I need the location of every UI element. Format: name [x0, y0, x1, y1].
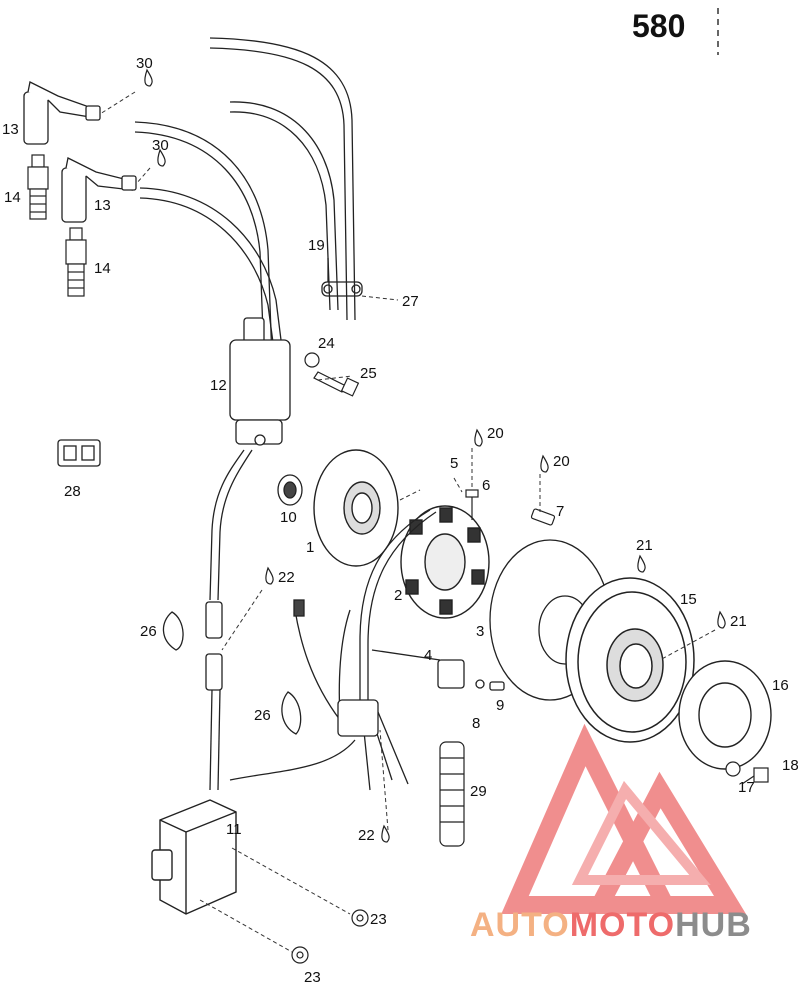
callout-6: 6 — [482, 477, 490, 494]
callout-14: 14 — [4, 189, 21, 206]
page-number: 580 — [632, 8, 686, 44]
flywheel — [565, 577, 695, 743]
callout-9: 9 — [496, 697, 504, 714]
callout-22: 22 — [358, 827, 375, 844]
spark-plug-lower — [65, 227, 87, 297]
watermark-part-auto: AUTO — [470, 906, 570, 944]
callout-13: 13 — [2, 121, 19, 138]
callout-8: 8 — [472, 715, 480, 732]
callout-13: 13 — [94, 197, 111, 214]
coil-bolt — [313, 371, 360, 397]
watermark-part-moto: MOTO — [570, 906, 675, 944]
callout-14: 14 — [94, 260, 111, 277]
callout-3: 3 — [476, 623, 484, 640]
nut — [351, 909, 369, 927]
callout-1: 1 — [306, 539, 314, 556]
callout-30: 30 — [152, 137, 169, 154]
callout-19: 19 — [308, 237, 325, 254]
callout-22: 22 — [278, 569, 295, 586]
callout-20: 20 — [553, 453, 570, 470]
nut — [291, 946, 309, 964]
spark-plug-cap-lower — [61, 157, 137, 223]
connector-housing — [57, 439, 101, 467]
spark-plug-upper — [27, 154, 49, 220]
washer — [304, 352, 320, 368]
callout-21: 21 — [636, 537, 653, 554]
callout-16: 16 — [772, 677, 789, 694]
grommet — [277, 474, 303, 506]
callout-20: 20 — [487, 425, 504, 442]
watermark-logo — [501, 723, 747, 914]
flywheel-bolt — [741, 767, 769, 785]
cdi-module — [151, 799, 237, 915]
callout-10: 10 — [280, 509, 297, 526]
watermark-text: AUTOMOTOHUB — [470, 906, 752, 944]
callout-30: 30 — [136, 55, 153, 72]
callout-21: 21 — [730, 613, 747, 630]
callout-26: 26 — [140, 623, 157, 640]
cable-tie — [281, 691, 302, 735]
callout-23: 23 — [304, 969, 321, 986]
cable-tie — [162, 611, 184, 651]
cable-clamp — [321, 258, 363, 297]
callout-15: 15 — [680, 591, 697, 608]
ht-cables — [134, 37, 356, 381]
callout-12: 12 — [210, 377, 227, 394]
callout-5: 5 — [450, 455, 458, 472]
stator — [400, 505, 490, 619]
callout-17: 17 — [738, 779, 755, 796]
callout-18: 18 — [782, 757, 799, 774]
callout-7: 7 — [556, 503, 564, 520]
callout-29: 29 — [470, 783, 487, 800]
screw — [465, 489, 479, 520]
callout-labels: 30 30 13 13 14 14 19 27 24 25 12 20 20 5… — [2, 55, 799, 986]
callout-24: 24 — [318, 335, 335, 352]
trigger-coil — [437, 659, 505, 691]
callout-2: 2 — [394, 587, 402, 604]
callout-27: 27 — [402, 293, 419, 310]
starter-pulley — [678, 660, 772, 770]
svg-text:AUTOMOTOHUB: AUTOMOTOHUB — [470, 906, 752, 944]
callout-4: 4 — [424, 647, 432, 664]
stator-plate — [313, 449, 399, 567]
callout-28: 28 — [64, 483, 81, 500]
callout-26: 26 — [254, 707, 271, 724]
drop-icon — [144, 68, 726, 843]
ignition-coil — [229, 317, 291, 446]
leader-lines — [99, 91, 716, 953]
washer — [725, 761, 741, 777]
callout-25: 25 — [360, 365, 377, 382]
spring-sleeve — [439, 741, 465, 847]
watermark-part-hub: HUB — [675, 906, 752, 944]
callout-11: 11 — [226, 821, 242, 838]
callout-23: 23 — [370, 911, 387, 928]
screw — [530, 508, 556, 526]
spark-plug-cap-upper — [23, 81, 101, 145]
coil-wire — [205, 449, 253, 791]
stator-harness — [229, 509, 441, 791]
